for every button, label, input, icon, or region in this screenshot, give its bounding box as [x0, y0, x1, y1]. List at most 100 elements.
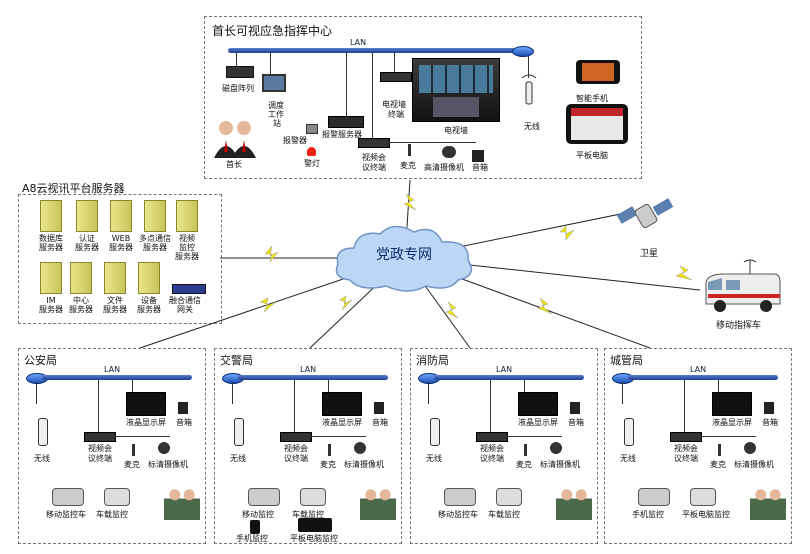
mobile-device-icon [104, 488, 130, 506]
camera-icon [354, 442, 366, 454]
workstation-label-1: 调度 [268, 101, 284, 110]
server-label: 融合通信 [169, 296, 201, 305]
personnel-icon [164, 484, 200, 520]
server-label: 服务器 [109, 243, 133, 252]
top-speaker-icon [472, 150, 484, 162]
top-drop-2 [270, 52, 271, 74]
phone-icon [250, 520, 260, 534]
vc-label-1: 视频会 [284, 444, 308, 453]
chief-label: 首长 [226, 160, 242, 169]
server-label: 服务器 [143, 243, 167, 252]
bureau-drop [232, 382, 233, 404]
top-lan-label: LAN [350, 38, 367, 47]
tvwall-terminal-label-2: 终端 [388, 110, 404, 119]
mic-icon [328, 444, 331, 456]
mobile-label-1: 移动监控 [242, 510, 274, 519]
vc-terminal-icon [280, 432, 312, 442]
speaker-label: 音箱 [568, 418, 584, 427]
vc-label-1: 视频会 [88, 444, 112, 453]
top-drop-1 [236, 52, 237, 66]
mic-label: 麦克 [124, 460, 140, 469]
top-mic-icon [408, 144, 411, 156]
mobile-label-2: 车载监控 [96, 510, 128, 519]
gateway-icon [172, 284, 206, 294]
personnel-icon [750, 484, 786, 520]
mobile-label-1: 移动监控车 [46, 510, 86, 519]
top-vc-label-2: 议终端 [362, 163, 386, 172]
command-vehicle-image [705, 259, 781, 312]
speaker-icon [764, 402, 774, 414]
vc-link [114, 436, 170, 437]
vc-terminal-icon [84, 432, 116, 442]
tvwall-terminal-icon [380, 72, 412, 82]
wireless-antenna-icon [430, 418, 440, 446]
smartphone-image [576, 60, 620, 84]
bureau-box [604, 348, 792, 544]
party-network-cloud [335, 225, 473, 292]
bureau-lan-label: LAN [300, 365, 317, 374]
satellite-label: 卫星 [640, 249, 659, 259]
mobile-label-2: 车载监控 [488, 510, 520, 519]
vc-link [310, 436, 366, 437]
mobile-label-3: 手机监控 [236, 534, 268, 543]
server-icon [104, 262, 126, 294]
camera-label: 标清摄像机 [344, 460, 384, 469]
command-center-box [204, 16, 642, 179]
mobile-device-icon [496, 488, 522, 506]
mobile-label-2: 车载监控 [292, 510, 324, 519]
server-label: 中心 [73, 296, 89, 305]
speaker-icon [570, 402, 580, 414]
tvwall-terminal-label-1: 电视墙 [382, 100, 406, 109]
bureau-drop [718, 380, 719, 392]
server-label: 数据库 [39, 234, 63, 243]
chief-people-icon [214, 121, 256, 158]
server-label: IM [46, 296, 56, 305]
top-drop-5 [394, 52, 395, 72]
server-label: 文件 [107, 296, 123, 305]
lcd-label: 液晶显示屏 [322, 418, 362, 427]
alarm-server-icon [328, 116, 364, 128]
warning-light-icon [307, 147, 316, 156]
vc-label-2: 议终端 [674, 454, 698, 463]
bureau-title: 消防局 [416, 354, 449, 367]
personnel-icon [556, 484, 592, 520]
wireless-antenna-icon [234, 418, 244, 446]
a8-title: A8云视讯平台服务器 [22, 182, 125, 195]
tv-wall-image [412, 58, 500, 122]
top-hd-camera-icon [442, 146, 456, 158]
top-vc-label-1: 视频会 [362, 153, 386, 162]
top-drop-3 [346, 52, 347, 116]
wireless-antenna-icon [38, 418, 48, 446]
bureau-lan-bar [628, 375, 778, 380]
lcd-screen-icon [518, 392, 558, 416]
server-icon [176, 200, 198, 232]
camera-label: 标清摄像机 [734, 460, 774, 469]
server-label: 服务器 [75, 243, 99, 252]
server-label: 服务器 [103, 305, 127, 314]
mic-icon [524, 444, 527, 456]
vc-link [506, 436, 562, 437]
lcd-label: 液晶显示屏 [126, 418, 166, 427]
lcd-label: 液晶显示屏 [518, 418, 558, 427]
wireless-label: 无线 [34, 454, 50, 463]
mobile-device-icon [444, 488, 476, 506]
mobile-device-icon [690, 488, 716, 506]
disk-array-label: 磁盘阵列 [222, 84, 254, 93]
server-icon [138, 262, 160, 294]
speaker-icon [178, 402, 188, 414]
server-label: 监控 [179, 243, 195, 252]
mic-label: 麦克 [320, 460, 336, 469]
mobile-device-icon [52, 488, 84, 506]
workstation-label-2: 工作 [268, 110, 284, 119]
top-lan-bar [228, 48, 516, 53]
wireless-label: 无线 [230, 454, 246, 463]
mic-label: 麦克 [710, 460, 726, 469]
a8-server-box [18, 194, 222, 324]
mobile-label-1: 手机监控 [632, 510, 664, 519]
top-vc-link [388, 142, 476, 143]
bureau-drop [98, 380, 99, 432]
mic-label: 麦克 [516, 460, 532, 469]
top-mic-label: 麦克 [400, 161, 416, 170]
bureau-box [214, 348, 402, 544]
workstation-label-3: 站 [273, 119, 281, 128]
